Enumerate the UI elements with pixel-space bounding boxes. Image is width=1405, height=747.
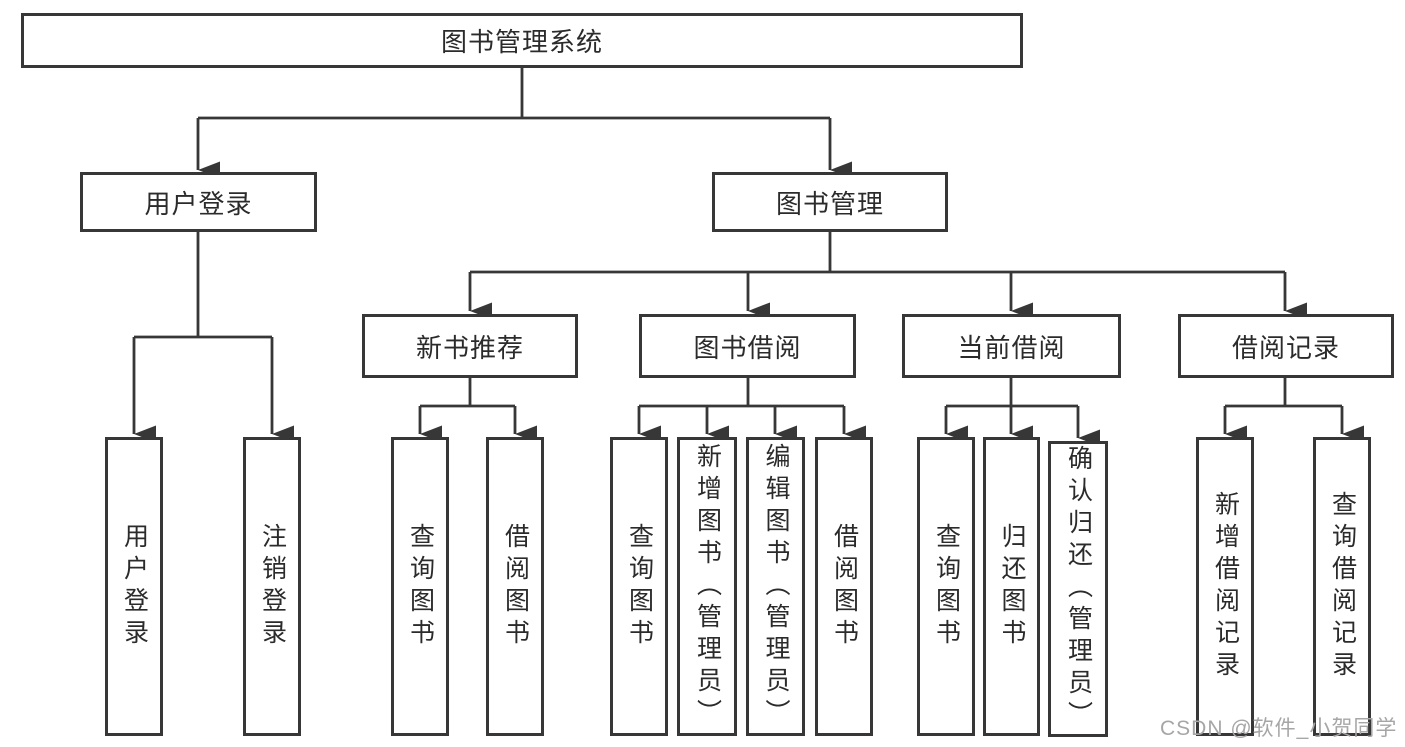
node-bb-borrow-books: 借阅图书 bbox=[815, 437, 873, 736]
node-bb-edit-books: 编辑图书（管理员） bbox=[746, 437, 805, 736]
node-br-add-record-label: 新增借阅记录 bbox=[1211, 490, 1240, 683]
node-book-management-label: 图书管理 bbox=[775, 188, 884, 219]
node-nbr-borrow-books-label: 借阅图书 bbox=[501, 522, 530, 651]
node-logout-leaf-label: 注销登录 bbox=[258, 522, 287, 651]
node-bb-query-books-label: 查询图书 bbox=[625, 522, 654, 651]
node-nbr-query-books: 查询图书 bbox=[391, 437, 449, 736]
node-user-login-label: 用户登录 bbox=[144, 188, 253, 219]
node-cb-query-books-label: 查询图书 bbox=[932, 522, 961, 651]
node-root: 图书管理系统 bbox=[21, 13, 1023, 68]
node-book-borrowing-label: 图书借阅 bbox=[693, 332, 802, 363]
node-bb-add-books: 新增图书（管理员） bbox=[677, 437, 737, 736]
node-br-query-record-label: 查询借阅记录 bbox=[1328, 490, 1357, 683]
node-bb-edit-books-label: 编辑图书（管理员） bbox=[762, 442, 790, 731]
node-bb-borrow-books-label: 借阅图书 bbox=[830, 522, 859, 651]
node-new-book-recommend-label: 新书推荐 bbox=[415, 332, 524, 363]
node-logout-leaf: 注销登录 bbox=[243, 437, 301, 736]
node-new-book-recommend: 新书推荐 bbox=[362, 314, 578, 378]
watermark: CSDN @软件_小贺同学 bbox=[1160, 717, 1398, 740]
node-book-management: 图书管理 bbox=[712, 172, 948, 232]
connector-book-management-trunk bbox=[470, 232, 1285, 274]
node-user-login-leaf-label: 用户登录 bbox=[120, 522, 149, 651]
node-borrowing-records-label: 借阅记录 bbox=[1231, 332, 1340, 363]
node-br-add-record: 新增借阅记录 bbox=[1196, 437, 1254, 736]
connector-root-trunk bbox=[198, 66, 830, 120]
connector-new-book-recommend-trunk bbox=[420, 378, 515, 408]
node-cb-return-books-label: 归还图书 bbox=[998, 522, 1026, 651]
connector-book-borrowing-trunk bbox=[639, 378, 844, 408]
node-root-label: 图书管理系统 bbox=[440, 27, 603, 57]
node-cb-confirm-return-label: 确认归还（管理员） bbox=[1064, 445, 1093, 733]
node-cb-query-books: 查询图书 bbox=[917, 437, 975, 736]
connector-user-login-trunk bbox=[134, 232, 272, 339]
node-user-login: 用户登录 bbox=[80, 172, 317, 232]
node-current-borrowing-label: 当前借阅 bbox=[957, 332, 1066, 363]
node-br-query-record: 查询借阅记录 bbox=[1313, 437, 1371, 736]
connector-borrowing-records-trunk bbox=[1225, 378, 1342, 408]
node-nbr-query-books-label: 查询图书 bbox=[406, 522, 435, 651]
node-borrowing-records: 借阅记录 bbox=[1178, 314, 1394, 378]
node-cb-return-books: 归还图书 bbox=[983, 437, 1040, 736]
node-bb-add-books-label: 新增图书（管理员） bbox=[693, 442, 722, 731]
node-current-borrowing: 当前借阅 bbox=[902, 314, 1121, 378]
node-nbr-borrow-books: 借阅图书 bbox=[486, 437, 544, 736]
node-user-login-leaf: 用户登录 bbox=[105, 437, 163, 736]
node-cb-confirm-return: 确认归还（管理员） bbox=[1048, 441, 1108, 737]
node-book-borrowing: 图书借阅 bbox=[639, 314, 856, 378]
connector-current-borrowing-trunk bbox=[946, 378, 1078, 408]
node-bb-query-books: 查询图书 bbox=[610, 437, 668, 736]
